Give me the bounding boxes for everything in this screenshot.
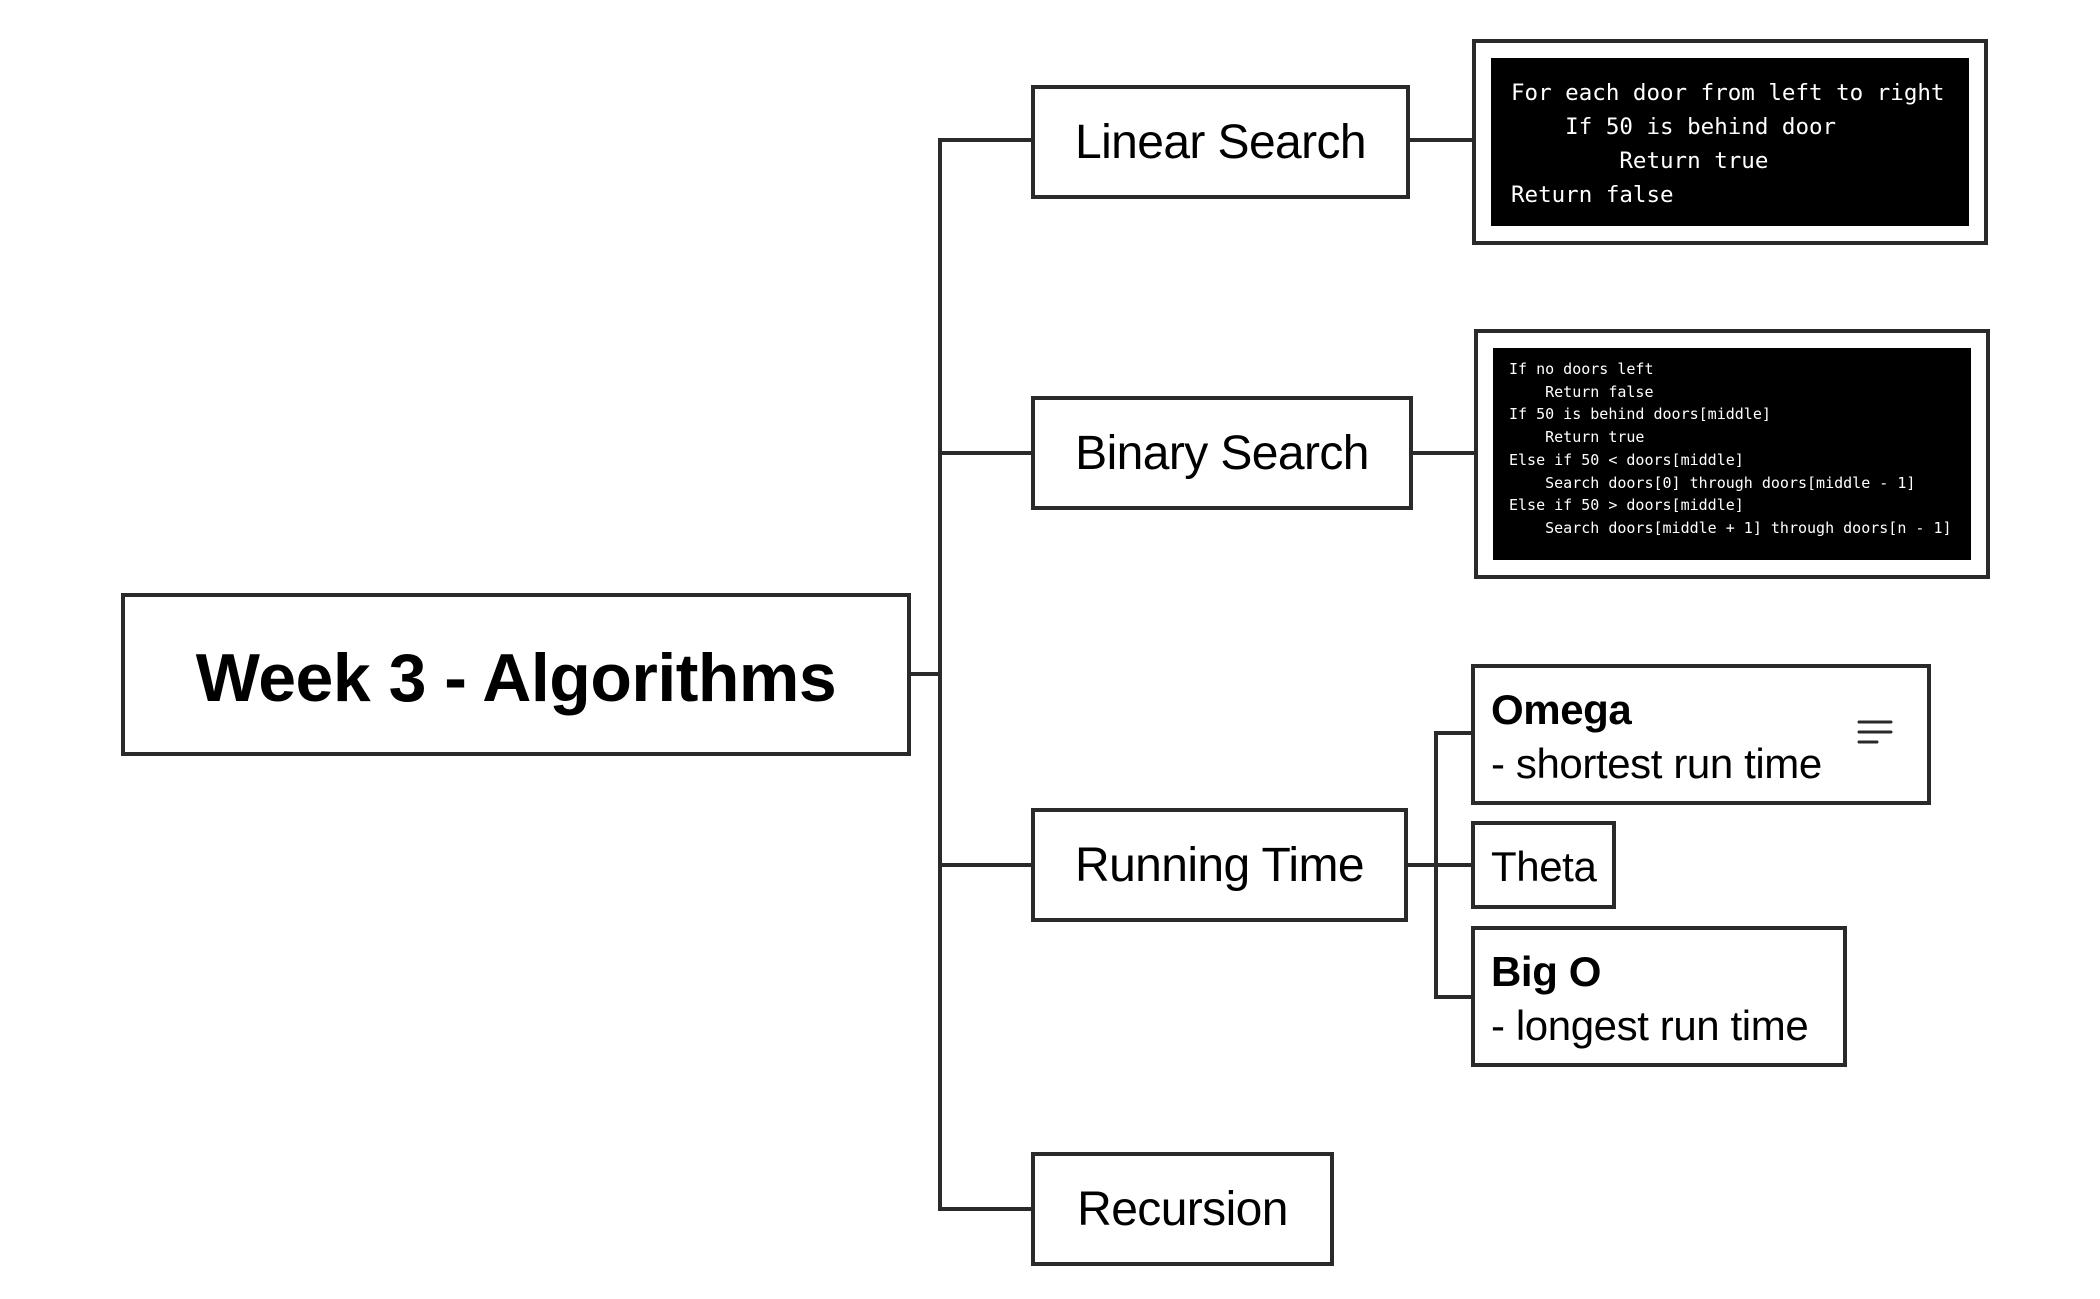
topic-running-time[interactable]: Running Time — [1031, 808, 1408, 922]
code-screen: For each door from left to right If 50 i… — [1491, 58, 1969, 226]
code-line: Search doors[0] through doors[middle - 1… — [1509, 473, 1916, 492]
subtopic-description: - shortest run time — [1491, 740, 1822, 787]
topic-label: Running Time — [1075, 839, 1365, 892]
code-line: If 50 is behind door — [1511, 114, 1837, 140]
code-line: Return true — [1509, 428, 1645, 447]
subtopic-description: - longest run time — [1491, 1002, 1809, 1049]
code-line: Return true — [1511, 148, 1769, 174]
linear-search-code-image[interactable]: For each door from left to right If 50 i… — [1472, 39, 1988, 245]
code-line: Else if 50 > doors[middle] — [1509, 496, 1744, 515]
topic-label: Binary Search — [1075, 427, 1369, 480]
code-line: Else if 50 < doors[middle] — [1509, 450, 1744, 469]
topic-label: Recursion — [1077, 1183, 1288, 1236]
binary-search-code-image[interactable]: If no doors left Return false If 50 is be… — [1474, 329, 1990, 579]
code-line: Return false — [1511, 182, 1674, 208]
central-topic[interactable]: Week 3 - Algorithms — [121, 593, 911, 756]
notes-icon[interactable] — [1857, 718, 1893, 748]
code-screen: If no doors left Return false If 50 is be… — [1493, 348, 1971, 560]
subtopic-title: Omega — [1491, 686, 1632, 733]
subtopic-omega[interactable]: Omega - shortest run time — [1471, 664, 1931, 805]
code-line: Return false — [1509, 382, 1654, 401]
code-line: Search doors[middle + 1] through doors[n… — [1509, 518, 1952, 537]
code-line: If 50 is behind doors[middle] — [1509, 405, 1771, 424]
central-topic-label: Week 3 - Algorithms — [195, 640, 837, 716]
subtopic-title: Theta — [1491, 843, 1597, 890]
topic-label: Linear Search — [1074, 116, 1367, 169]
subtopic-theta[interactable]: Theta — [1471, 821, 1616, 909]
topic-binary-search[interactable]: Binary Search — [1031, 396, 1413, 510]
subtopic-big-o[interactable]: Big O - longest run time — [1471, 926, 1847, 1067]
code-line: For each door from left to right — [1511, 80, 1945, 106]
topic-linear-search[interactable]: Linear Search — [1031, 85, 1410, 199]
code-line: If no doors left — [1509, 360, 1654, 378]
subtopic-title: Big O — [1491, 948, 1601, 995]
topic-recursion[interactable]: Recursion — [1031, 1152, 1334, 1266]
